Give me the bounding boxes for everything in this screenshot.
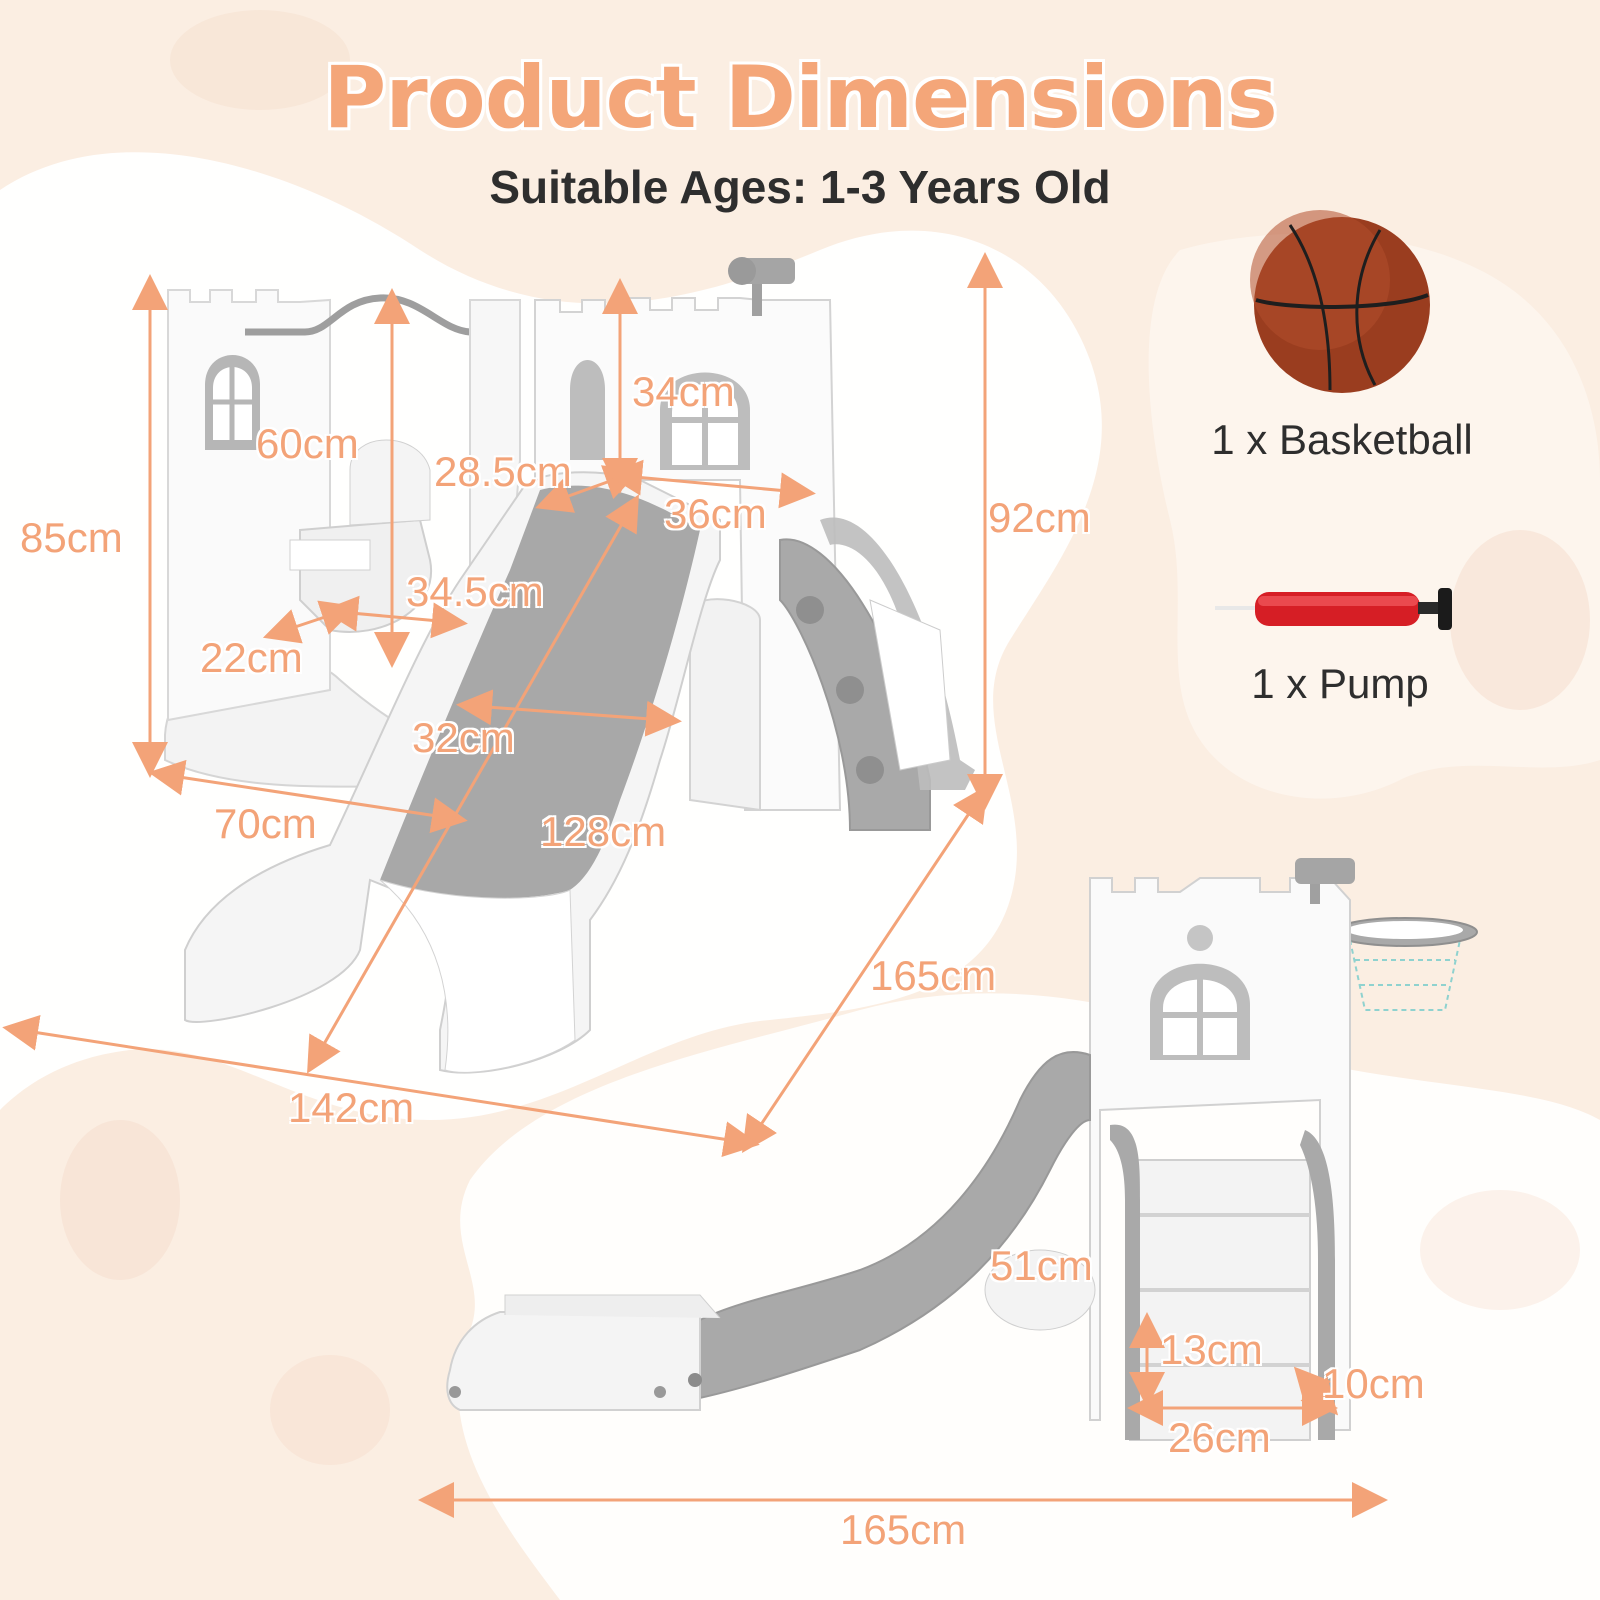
label-step-depth: 10cm	[1322, 1360, 1425, 1407]
background-dot	[170, 10, 350, 110]
label-platform-depth: 28.5cm	[434, 448, 572, 495]
pump-label: 1 x Pump	[1251, 660, 1429, 707]
arrow-slide-length	[307, 494, 639, 1074]
label-swing-seat-width: 34.5cm	[406, 568, 544, 615]
label-total-width: 142cm	[288, 1084, 415, 1131]
arrow-total-depth	[741, 785, 989, 1153]
pump-icon	[1215, 588, 1452, 630]
background-dot	[1450, 530, 1590, 710]
label-swing-seat-depth: 22cm	[200, 634, 303, 681]
side-rail-right	[1300, 1130, 1335, 1440]
label-step-height: 13cm	[1160, 1326, 1263, 1373]
window-tower-left	[570, 360, 605, 460]
page-title: Product Dimensions	[323, 48, 1278, 148]
label-swing-frame-height: 85cm	[20, 514, 123, 561]
page-subtitle: Suitable Ages: 1-3 Years Old	[489, 161, 1111, 213]
background-dot	[60, 1120, 180, 1280]
label-tower-window-height: 34cm	[632, 368, 735, 415]
telescope-side	[1295, 858, 1355, 884]
background-dot	[1420, 1190, 1580, 1310]
label-swing-height: 60cm	[256, 420, 359, 467]
arrow-platform-width	[606, 459, 816, 509]
basketball-hoop-net	[1349, 939, 1461, 1011]
label-swing-frame-width: 70cm	[214, 800, 317, 847]
label-total-length: 165cm	[840, 1506, 967, 1553]
label-total-height: 92cm	[988, 494, 1091, 541]
label-slide-width: 32cm	[412, 714, 515, 761]
label-step-width: 26cm	[1168, 1414, 1271, 1461]
arrow-swing-seat-depth	[262, 600, 358, 644]
label-platform-width: 36cm	[664, 490, 767, 537]
label-slide-length: 128cm	[540, 808, 667, 855]
arrow-total-width	[2, 1014, 760, 1158]
basketball-label: 1 x Basketball	[1211, 416, 1473, 463]
label-ladder-height: 51cm	[990, 1242, 1093, 1289]
basketball-icon	[1250, 210, 1430, 393]
background-dot	[270, 1355, 390, 1465]
label-total-depth: 165cm	[870, 952, 997, 999]
